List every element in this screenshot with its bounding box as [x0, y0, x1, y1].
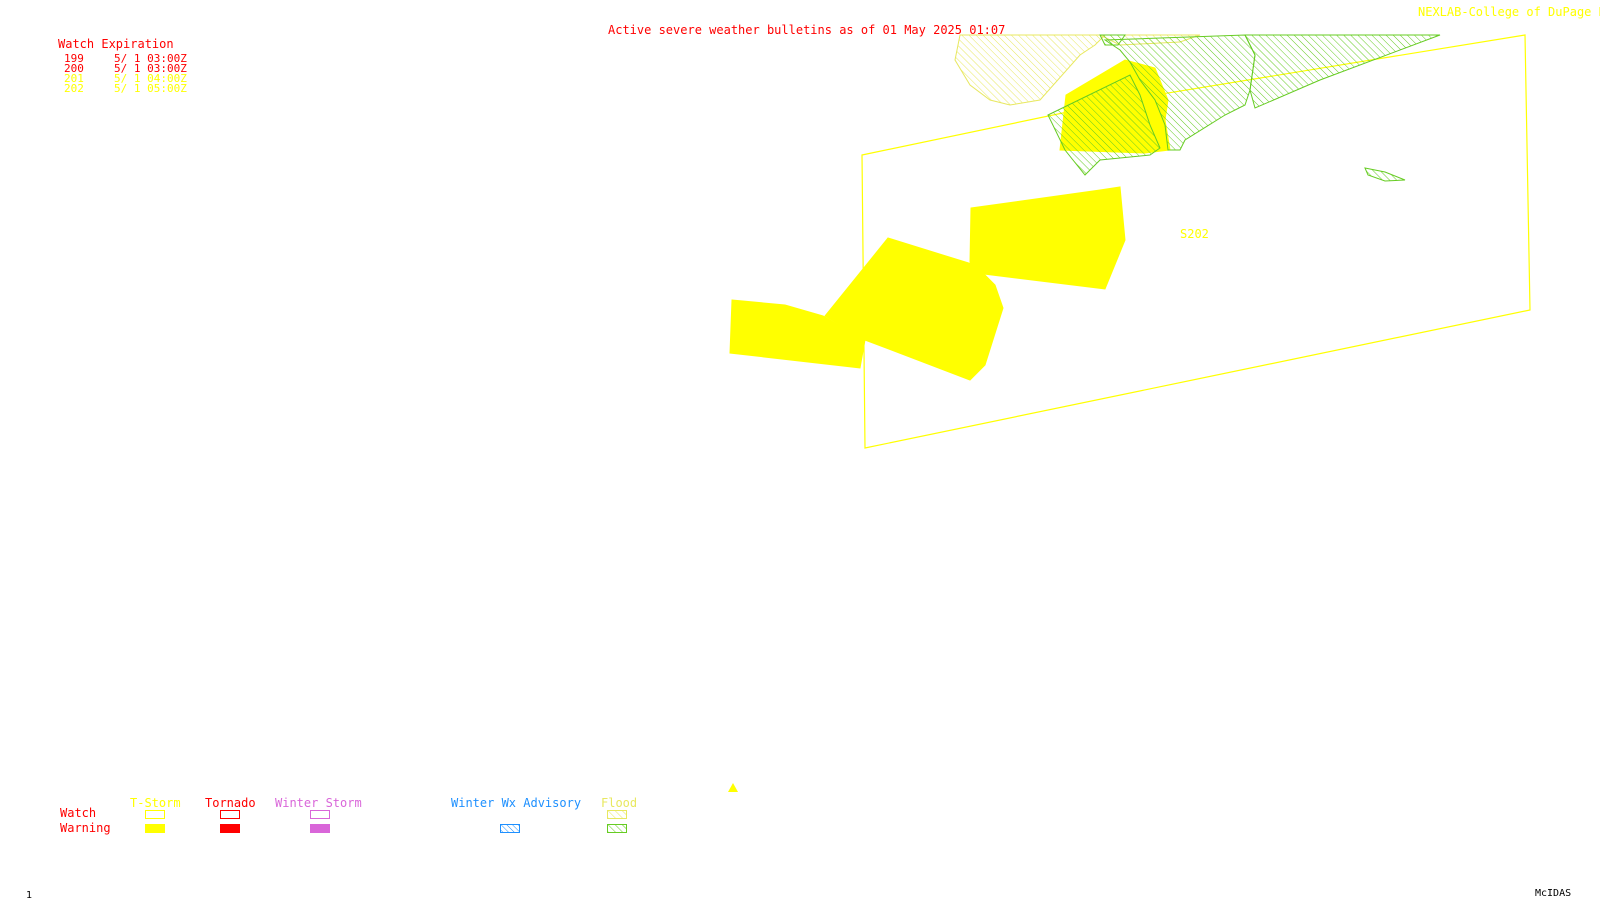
credit-label: NEXLAB-College of DuPage R — [1418, 5, 1600, 19]
watch-expiration-header: Watch Expiration — [58, 37, 174, 51]
watch-id: 199 — [64, 52, 84, 65]
flood-warning-area — [1047, 74, 1161, 176]
tstorm-warning-polygon — [969, 186, 1126, 290]
watch-id: 200 — [64, 62, 84, 75]
watch-label-s202: S202 — [1180, 227, 1209, 241]
mcidas-label: McIDAS — [1535, 888, 1572, 899]
legend-winter-storm-watch-swatch — [310, 810, 330, 819]
legend-flood-warning-swatch — [607, 824, 627, 833]
flood-warning-area — [1364, 167, 1406, 182]
page-title: Active severe weather bulletins as of 01… — [608, 23, 1006, 37]
legend-tornado-watch-swatch — [220, 810, 240, 819]
legend-tstorm-label: T-Storm — [130, 796, 181, 810]
flood-warning-area — [1244, 34, 1441, 109]
watch-expires: 5/ 1 03:00Z — [114, 52, 187, 65]
watch-expires: 5/ 1 03:00Z — [114, 62, 187, 75]
flood-watch-area — [954, 34, 1107, 106]
watch-expires: 5/ 1 05:00Z — [114, 82, 187, 95]
flood-warning-area — [1099, 34, 1126, 46]
watch-id: 202 — [64, 82, 84, 95]
map-marker-icon — [728, 783, 738, 792]
legend-winter-wx-advisory-swatch — [500, 824, 520, 833]
legend-row-warning: Warning — [60, 821, 111, 835]
legend-flood-watch-swatch — [607, 810, 627, 819]
legend-tornado-label: Tornado — [205, 796, 256, 810]
tstorm-warning-polygon — [729, 299, 866, 369]
legend-tornado-warning-swatch — [220, 824, 240, 833]
legend-flood-label: Flood — [601, 796, 638, 810]
legend-row-watch: Watch — [60, 806, 97, 820]
watch-expires: 5/ 1 04:00Z — [114, 72, 187, 85]
legend-tstorm-warning-swatch — [145, 824, 165, 833]
watch-id: 201 — [64, 72, 84, 85]
legend-tstorm-watch-swatch — [145, 810, 165, 819]
legend-winter-wx-advisory-label: Winter Wx Advisory — [451, 796, 582, 810]
frame-number: 1 — [26, 890, 33, 901]
legend-winter-storm-label: Winter Storm — [275, 796, 362, 810]
legend-winter-storm-warning-swatch — [310, 824, 330, 833]
tstorm-warning-polygon — [824, 237, 1004, 381]
